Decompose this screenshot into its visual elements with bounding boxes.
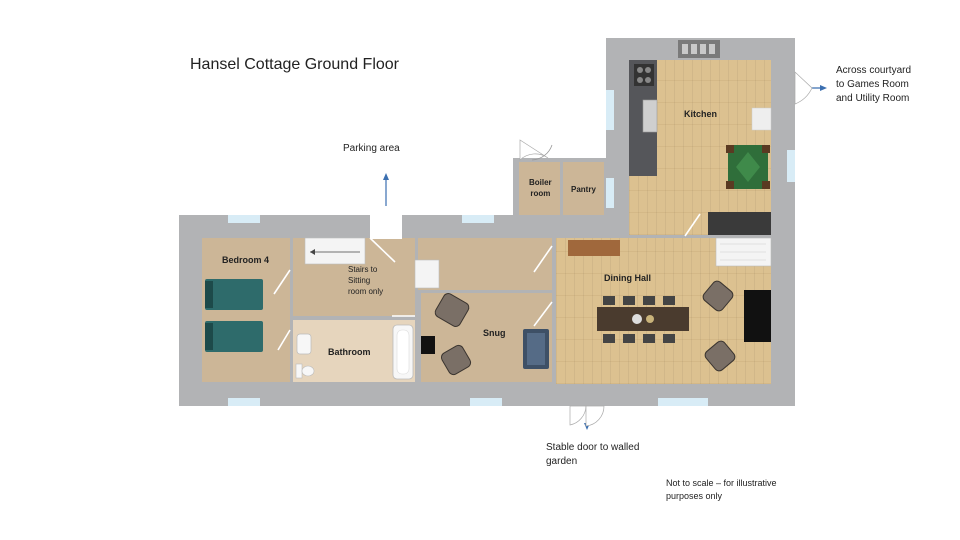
sink-icon xyxy=(296,333,312,355)
courtyard-note-line: to Games Room xyxy=(836,79,909,90)
room-label-boiler-line: room xyxy=(530,189,551,198)
window xyxy=(228,398,260,406)
room-label-boiler-line: Boiler xyxy=(529,178,552,187)
window xyxy=(228,215,260,223)
room-label-snug: Snug xyxy=(483,328,506,338)
room-label-bedroom4: Bedroom 4 xyxy=(222,255,270,265)
bed-icon xyxy=(205,279,263,310)
pantry-floor xyxy=(563,162,604,215)
staircase-icon xyxy=(715,237,772,267)
door-swing-icon xyxy=(519,71,813,427)
window xyxy=(787,150,795,182)
scale-note-line: purposes only xyxy=(666,491,723,501)
page-title: Hansel Cottage Ground Floor xyxy=(190,56,399,73)
stable-door-note-line: garden xyxy=(546,456,578,467)
arrow-up-icon xyxy=(383,173,389,206)
kitchen-cupboard xyxy=(751,107,772,131)
stable-door-note: Stable door to walled garden xyxy=(546,441,639,469)
bath-icon xyxy=(392,324,414,380)
room-label-boiler: Boiler room xyxy=(529,177,552,199)
room-label-kitchen: Kitchen xyxy=(684,109,718,119)
window xyxy=(606,178,614,208)
staircase-icon xyxy=(304,237,440,289)
hallway-floor xyxy=(418,238,552,290)
window xyxy=(462,215,494,223)
window xyxy=(606,90,614,130)
stove-icon xyxy=(634,64,654,86)
room-label-stairs: Stairs to Sitting room only xyxy=(348,264,383,297)
stable-door-note-line: Stable door to walled xyxy=(546,442,640,453)
dining-table-icon xyxy=(726,145,770,189)
stove-icon xyxy=(678,40,720,58)
door-swing-icon xyxy=(273,144,701,351)
boiler-room-floor xyxy=(519,162,560,215)
armchair-icon xyxy=(440,344,472,376)
bed-icon xyxy=(205,321,263,352)
armchair-icon xyxy=(704,340,736,372)
sofa-icon xyxy=(523,329,549,369)
room-label-stairs-line: room only xyxy=(348,287,384,296)
front-door-opening xyxy=(370,215,402,239)
dining-table-icon xyxy=(597,296,689,343)
parking-note: Parking area xyxy=(343,143,400,154)
room-label-dining: Dining Hall xyxy=(604,273,651,283)
window xyxy=(470,398,502,406)
room-label-bathroom: Bathroom xyxy=(328,347,371,357)
kitchen-island xyxy=(708,212,771,235)
window xyxy=(658,398,708,406)
sideboard xyxy=(568,240,620,256)
courtyard-note-line: and Utility Room xyxy=(836,93,910,104)
toilet-icon xyxy=(295,363,315,379)
room-label-pantry: Pantry xyxy=(571,185,596,194)
scale-note: Not to scale – for illustrative purposes… xyxy=(666,477,777,503)
fireplace xyxy=(744,290,771,342)
armchair-icon xyxy=(434,293,470,327)
room-label-stairs-line: Stairs to xyxy=(348,265,378,274)
scale-note-line: Not to scale – for illustrative xyxy=(666,478,777,488)
kitchen-sink-icon xyxy=(642,99,658,133)
room-label-stairs-line: Sitting xyxy=(348,276,371,285)
side-table xyxy=(421,336,435,354)
courtyard-note-line: Across courtyard xyxy=(836,65,912,76)
armchair-icon xyxy=(702,280,734,312)
courtyard-note: Across courtyard to Games Room and Utili… xyxy=(836,64,911,106)
